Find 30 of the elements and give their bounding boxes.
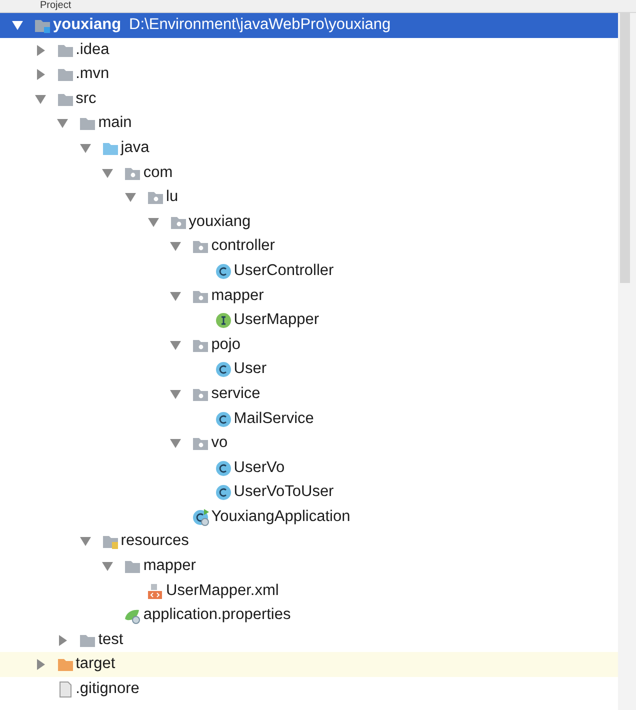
folder-name: pojo bbox=[211, 336, 240, 354]
folder-path: D:\Environment\javaWebPro\youxiang bbox=[129, 16, 391, 34]
folder-name: .idea bbox=[76, 40, 110, 59]
folder-name: .mvn bbox=[76, 65, 110, 84]
file-name: UserMapper bbox=[234, 311, 320, 330]
folder-name: controller bbox=[211, 237, 275, 256]
folder-name: lu bbox=[166, 188, 178, 206]
file-name: UserVoToUser bbox=[234, 483, 334, 502]
file-name: .gitignore bbox=[76, 680, 140, 698]
panel-title: Project bbox=[40, 0, 72, 11]
folder-name: vo bbox=[211, 434, 228, 452]
file-name: UserMapper.xml bbox=[166, 582, 279, 600]
folder-name: mapper bbox=[143, 557, 196, 576]
folder-name: test bbox=[98, 630, 124, 649]
folder-name: com bbox=[143, 164, 173, 182]
file-name: UserVo bbox=[234, 458, 285, 477]
folder-name: java bbox=[120, 138, 150, 157]
file-name: UserController bbox=[234, 262, 334, 280]
folder-name: target bbox=[76, 655, 116, 674]
folder-name: service bbox=[211, 384, 260, 403]
folder-name: src bbox=[76, 90, 96, 108]
folder-name: youxiang bbox=[188, 212, 251, 231]
folder-name: resources bbox=[120, 532, 189, 550]
folder-name: main bbox=[98, 114, 132, 132]
file-name: application.properties bbox=[143, 606, 291, 624]
file-name: YouxiangApplication bbox=[211, 508, 350, 526]
file-name: MailService bbox=[234, 410, 314, 428]
folder-name: youxiang bbox=[53, 16, 122, 34]
file-name: User bbox=[234, 360, 267, 378]
folder-name: mapper bbox=[211, 286, 264, 305]
